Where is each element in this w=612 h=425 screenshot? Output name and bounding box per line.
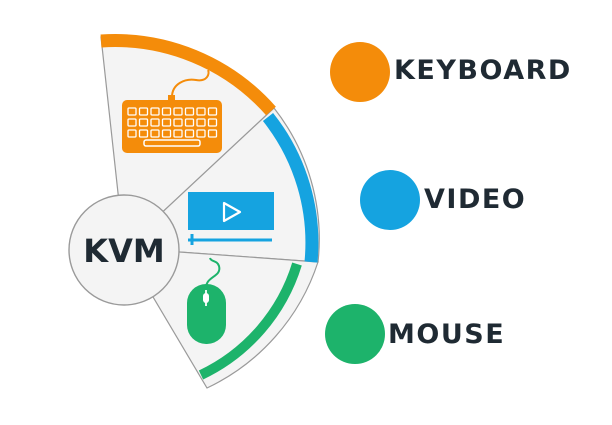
keyboard-key — [207, 107, 218, 116]
video-color-dot — [360, 170, 420, 230]
keyboard-key — [127, 107, 137, 116]
keyboard-key — [150, 107, 160, 116]
keyboard-key — [184, 107, 195, 116]
mouse-color-dot — [325, 304, 385, 364]
keyboard-key — [138, 107, 149, 116]
keyboard-key — [196, 129, 206, 138]
arc-mouse — [198, 262, 302, 380]
keyboard-key — [161, 118, 172, 127]
arc-video — [262, 112, 319, 263]
arc-keyboard — [100, 34, 276, 116]
mouse-label: MOUSE — [388, 319, 506, 350]
keyboard-icon — [122, 69, 222, 153]
keyboard-key — [196, 107, 206, 116]
keyboard-key — [207, 129, 218, 138]
kvm-hub-circle — [68, 194, 180, 306]
keyboard-key — [184, 118, 195, 127]
keyboard-key — [173, 129, 183, 138]
keyboard-key — [138, 129, 149, 138]
keyboard-color-dot — [330, 42, 390, 102]
video-player-icon — [188, 192, 274, 245]
keyboard-key — [127, 129, 137, 138]
keyboard-key — [138, 118, 149, 127]
keyboard-key — [161, 129, 172, 138]
kvm-hub-label: KVM — [83, 232, 164, 270]
mouse-icon — [187, 257, 226, 344]
keyboard-key — [184, 129, 195, 138]
keyboard-key — [127, 118, 137, 127]
keyboard-key — [173, 118, 183, 127]
keyboard-key — [173, 107, 183, 116]
keyboard-key — [150, 118, 160, 127]
keyboard-label: KEYBOARD — [394, 55, 572, 86]
keyboard-key — [161, 107, 172, 116]
video-label: VIDEO — [424, 184, 527, 215]
keyboard-key — [196, 118, 206, 127]
keyboard-key — [207, 118, 218, 127]
keyboard-key — [150, 129, 160, 138]
